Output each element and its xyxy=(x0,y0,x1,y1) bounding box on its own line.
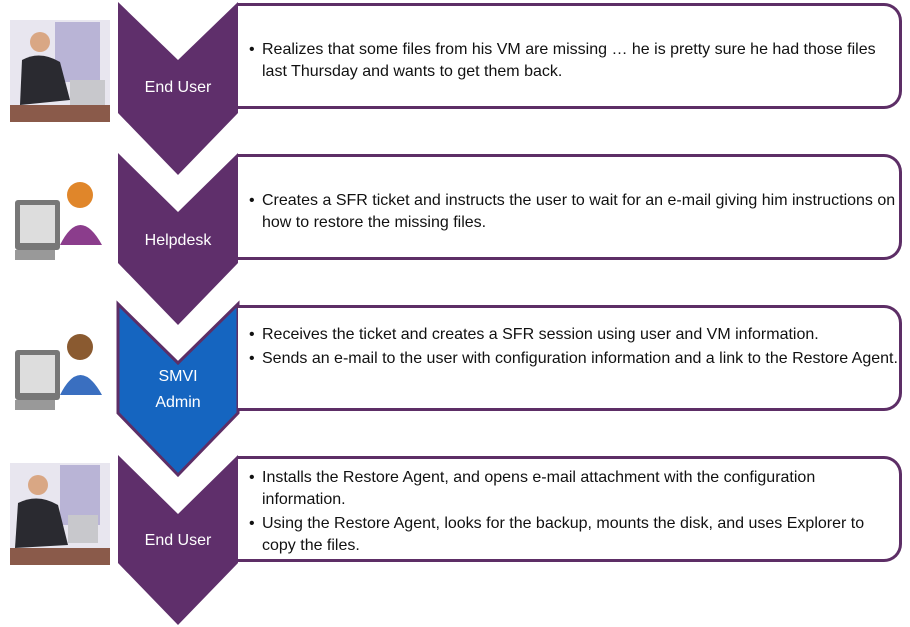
chevron-step-2 xyxy=(118,153,238,325)
chevron-step-3 xyxy=(116,300,240,478)
chevron-step-1 xyxy=(118,2,238,175)
businessman-at-desk-icon xyxy=(10,20,110,122)
role-label: End User xyxy=(144,532,212,549)
role-label: SMVI Admin xyxy=(155,368,201,411)
bullet: Using the Restore Agent, looks for the b… xyxy=(249,513,899,557)
step-1-description: Realizes that some files from his VM are… xyxy=(238,3,902,109)
step-3-description: Receives the ticket and creates a SFR se… xyxy=(238,305,902,411)
step-4-description: Installs the Restore Agent, and opens e-… xyxy=(238,456,902,562)
admin-at-computer-icon xyxy=(15,334,102,410)
bullet: Realizes that some files from his VM are… xyxy=(249,39,899,83)
role-label: Helpdesk xyxy=(144,232,212,249)
bullet: Creates a SFR ticket and instructs the u… xyxy=(249,190,899,234)
bullet: Installs the Restore Agent, and opens e-… xyxy=(249,467,899,511)
businessman-at-desk-icon xyxy=(10,463,110,565)
bullet: Receives the ticket and creates a SFR se… xyxy=(249,324,899,346)
bullet: Sends an e-mail to the user with configu… xyxy=(249,348,899,370)
step-2-description: Creates a SFR ticket and instructs the u… xyxy=(238,154,902,260)
helpdesk-operator-headset-icon xyxy=(15,182,102,260)
role-label: End User xyxy=(144,79,212,96)
chevron-step-4 xyxy=(118,455,238,625)
